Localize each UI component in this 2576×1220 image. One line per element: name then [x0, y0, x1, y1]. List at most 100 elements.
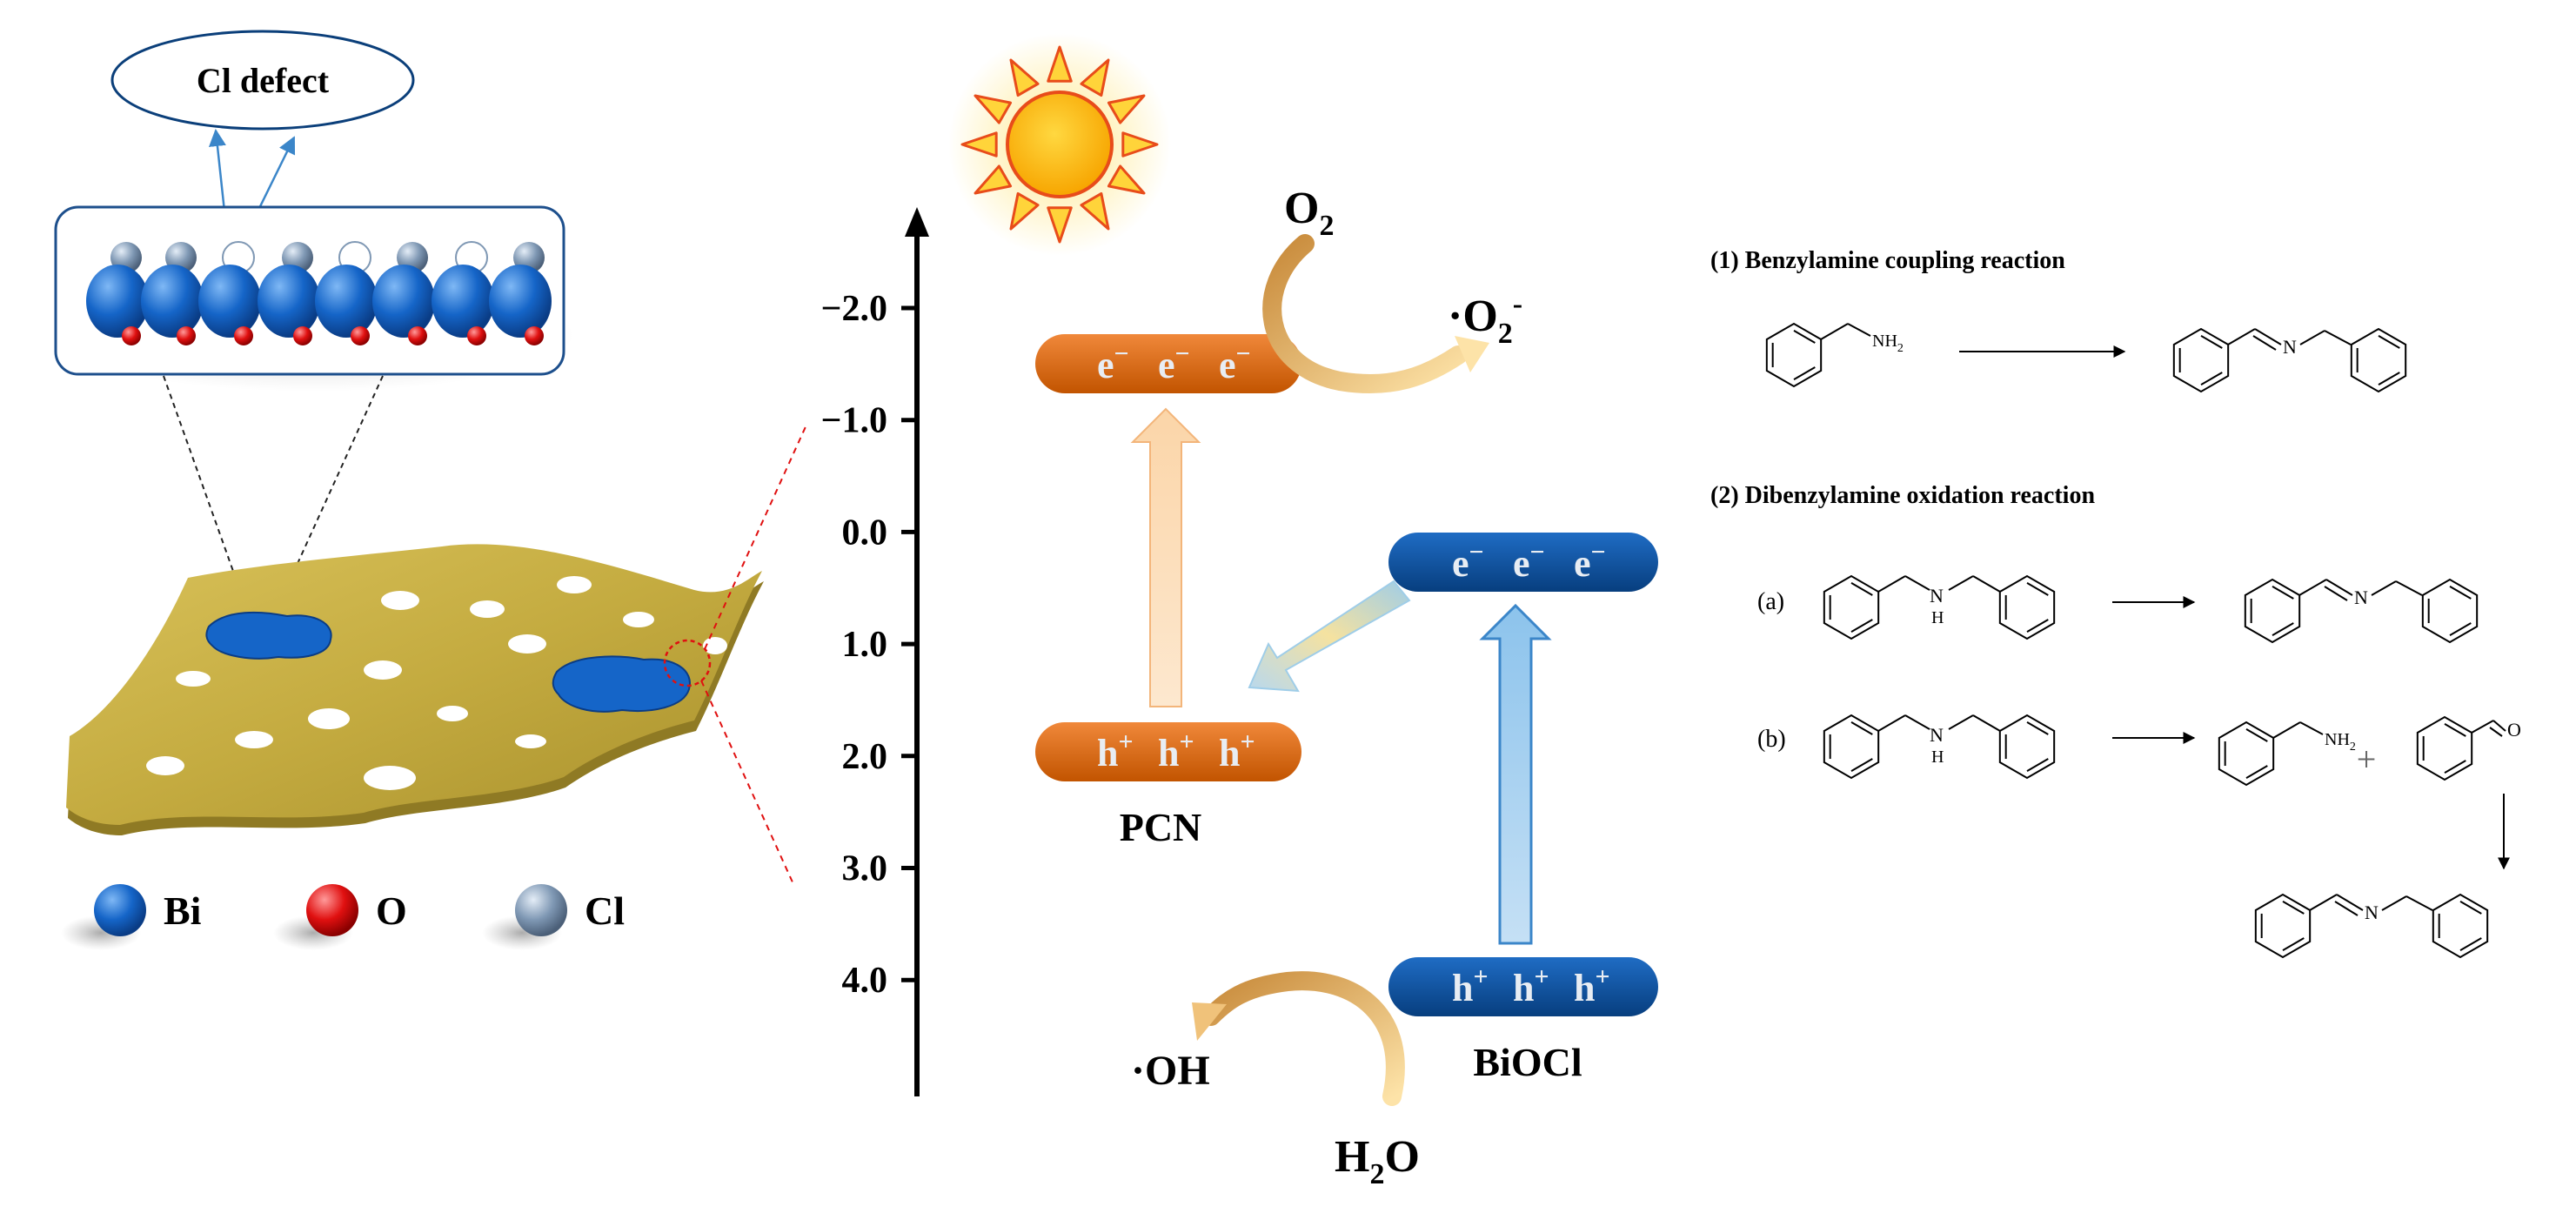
bi-atom — [198, 265, 261, 338]
bi-atom — [258, 265, 320, 338]
o-atom — [122, 326, 141, 345]
o-atom — [408, 326, 427, 345]
legend-bi-swatch — [94, 884, 146, 936]
benzene-ring — [1765, 322, 1823, 388]
benzene-ring — [2254, 893, 2312, 959]
zoom-line-axis-bottom — [700, 680, 794, 885]
sheet-pore — [146, 756, 184, 775]
sheet-pore — [623, 612, 654, 627]
nh2-group: NH2 — [2325, 730, 2356, 754]
bi-atom — [372, 265, 435, 338]
benzene-ring — [1998, 714, 2056, 780]
amine-h: H — [1931, 747, 1944, 767]
biocl-cb-carrier: e− — [1574, 538, 1606, 585]
benzene-ring — [2432, 893, 2489, 959]
sheet-pore — [557, 576, 592, 593]
sheet-pore — [235, 731, 273, 748]
o-atom — [351, 326, 370, 345]
o2-reduction-curve — [1262, 234, 1468, 393]
benzene-ring — [2218, 721, 2275, 787]
legend-cl-swatch — [515, 884, 567, 936]
pcn-vb-carrier: h+ — [1097, 727, 1134, 774]
imine-n: N — [2354, 587, 2368, 608]
pcn-label: PCN — [1120, 805, 1202, 849]
legend-bi-label: Bi — [164, 888, 202, 933]
benzene-ring — [1998, 574, 2056, 640]
o-atom — [293, 326, 312, 345]
sheet-pore — [703, 637, 727, 654]
o2-label: O2 — [1284, 184, 1334, 242]
bi-atom — [432, 265, 494, 338]
axis-tick-label: 2.0 — [842, 737, 888, 777]
benzene-ring — [2416, 715, 2473, 781]
zoom-line-axis-top — [704, 422, 808, 650]
pcn-cb-carrier: e− — [1158, 339, 1190, 386]
reaction-a-label: (a) — [1757, 588, 1784, 615]
biocl-cb-carrier: e− — [1452, 538, 1484, 585]
crystal-atoms — [86, 241, 552, 345]
reaction-b-label: (b) — [1757, 726, 1786, 753]
sheet-pore — [508, 634, 546, 654]
axis-tick-label: 0.0 — [842, 513, 888, 553]
biocl-island-1 — [205, 611, 332, 660]
benzene-ring — [1823, 714, 1880, 780]
plus-sign: + — [2357, 740, 2377, 779]
nh2-group: NH2 — [1872, 332, 1904, 355]
biocl-island-2 — [552, 655, 691, 713]
benzene-ring — [2350, 327, 2407, 393]
biocl-vb-carrier: h+ — [1513, 962, 1549, 1009]
biocl-vb-carrier: h+ — [1452, 962, 1489, 1009]
biocl-cb-carrier: e− — [1513, 538, 1545, 585]
legend-o-label: O — [376, 888, 407, 933]
sheet-pore — [437, 706, 468, 721]
bi-atom — [141, 265, 204, 338]
sheet-pore — [364, 766, 416, 790]
sheet-pore — [176, 671, 211, 687]
pcn-vb-carrier: h+ — [1158, 727, 1194, 774]
axis-tick-label: 4.0 — [842, 961, 888, 1001]
biocl-excitation-arrow — [1479, 603, 1552, 945]
pcn-conduction-band — [1035, 334, 1301, 393]
cl-defect-callout — [110, 30, 415, 131]
sheet-pore — [308, 708, 350, 729]
axis-tick-label: −2.0 — [821, 289, 887, 329]
zoom-line-right — [269, 375, 384, 626]
pcn-excitation-arrow — [1130, 407, 1201, 707]
bi-atom — [489, 265, 552, 338]
legend-cl-label: Cl — [585, 888, 625, 933]
reaction-1-title: (1) Benzylamine coupling reaction — [1710, 247, 2065, 274]
band-carriers: e−e−e−h+h+h+e−e−e−h+h+h+ — [1097, 339, 1610, 1009]
water-oxidation-curve — [1201, 971, 1405, 1106]
benzene-ring — [1823, 574, 1880, 640]
aldehyde-o: O — [2507, 719, 2521, 741]
energy-axis-arrowhead — [905, 207, 929, 237]
sheet-pore — [470, 600, 505, 618]
cl-defect-label: Cl defect — [197, 61, 330, 100]
legend-o-swatch — [306, 884, 358, 936]
reaction-2-title: (2) Dibenzylamine oxidation reaction — [1710, 482, 2095, 509]
o-atom — [177, 326, 196, 345]
benzene-ring — [2172, 327, 2230, 393]
hydroxyl-label: ·OH — [1131, 1048, 1210, 1094]
material-panel: Cl defect Bi O Cl — [52, 30, 808, 950]
biocl-conduction-band — [1388, 533, 1658, 592]
biocl-label: BiOCl — [1473, 1040, 1582, 1084]
sheet-pore — [515, 734, 546, 748]
superoxide-label: ·O2- — [1448, 288, 1522, 350]
sheet-pore — [381, 591, 419, 610]
amine-n: N — [1930, 724, 1944, 746]
imine-n: N — [2365, 902, 2379, 923]
pcn-vb-carrier: h+ — [1219, 727, 1255, 774]
atom-legend: Bi O Cl — [61, 884, 625, 950]
benzene-ring — [2421, 578, 2479, 644]
axis-tick-label: 3.0 — [842, 849, 888, 889]
o-atom — [525, 326, 544, 345]
electron-transfer-arrow — [1248, 580, 1411, 693]
pcn-cb-carrier: e− — [1097, 339, 1129, 386]
imine-n: N — [2283, 336, 2297, 358]
water-oxidation-arrowhead — [1192, 1002, 1227, 1041]
zoom-circle — [663, 639, 712, 687]
amine-n: N — [1930, 585, 1944, 607]
